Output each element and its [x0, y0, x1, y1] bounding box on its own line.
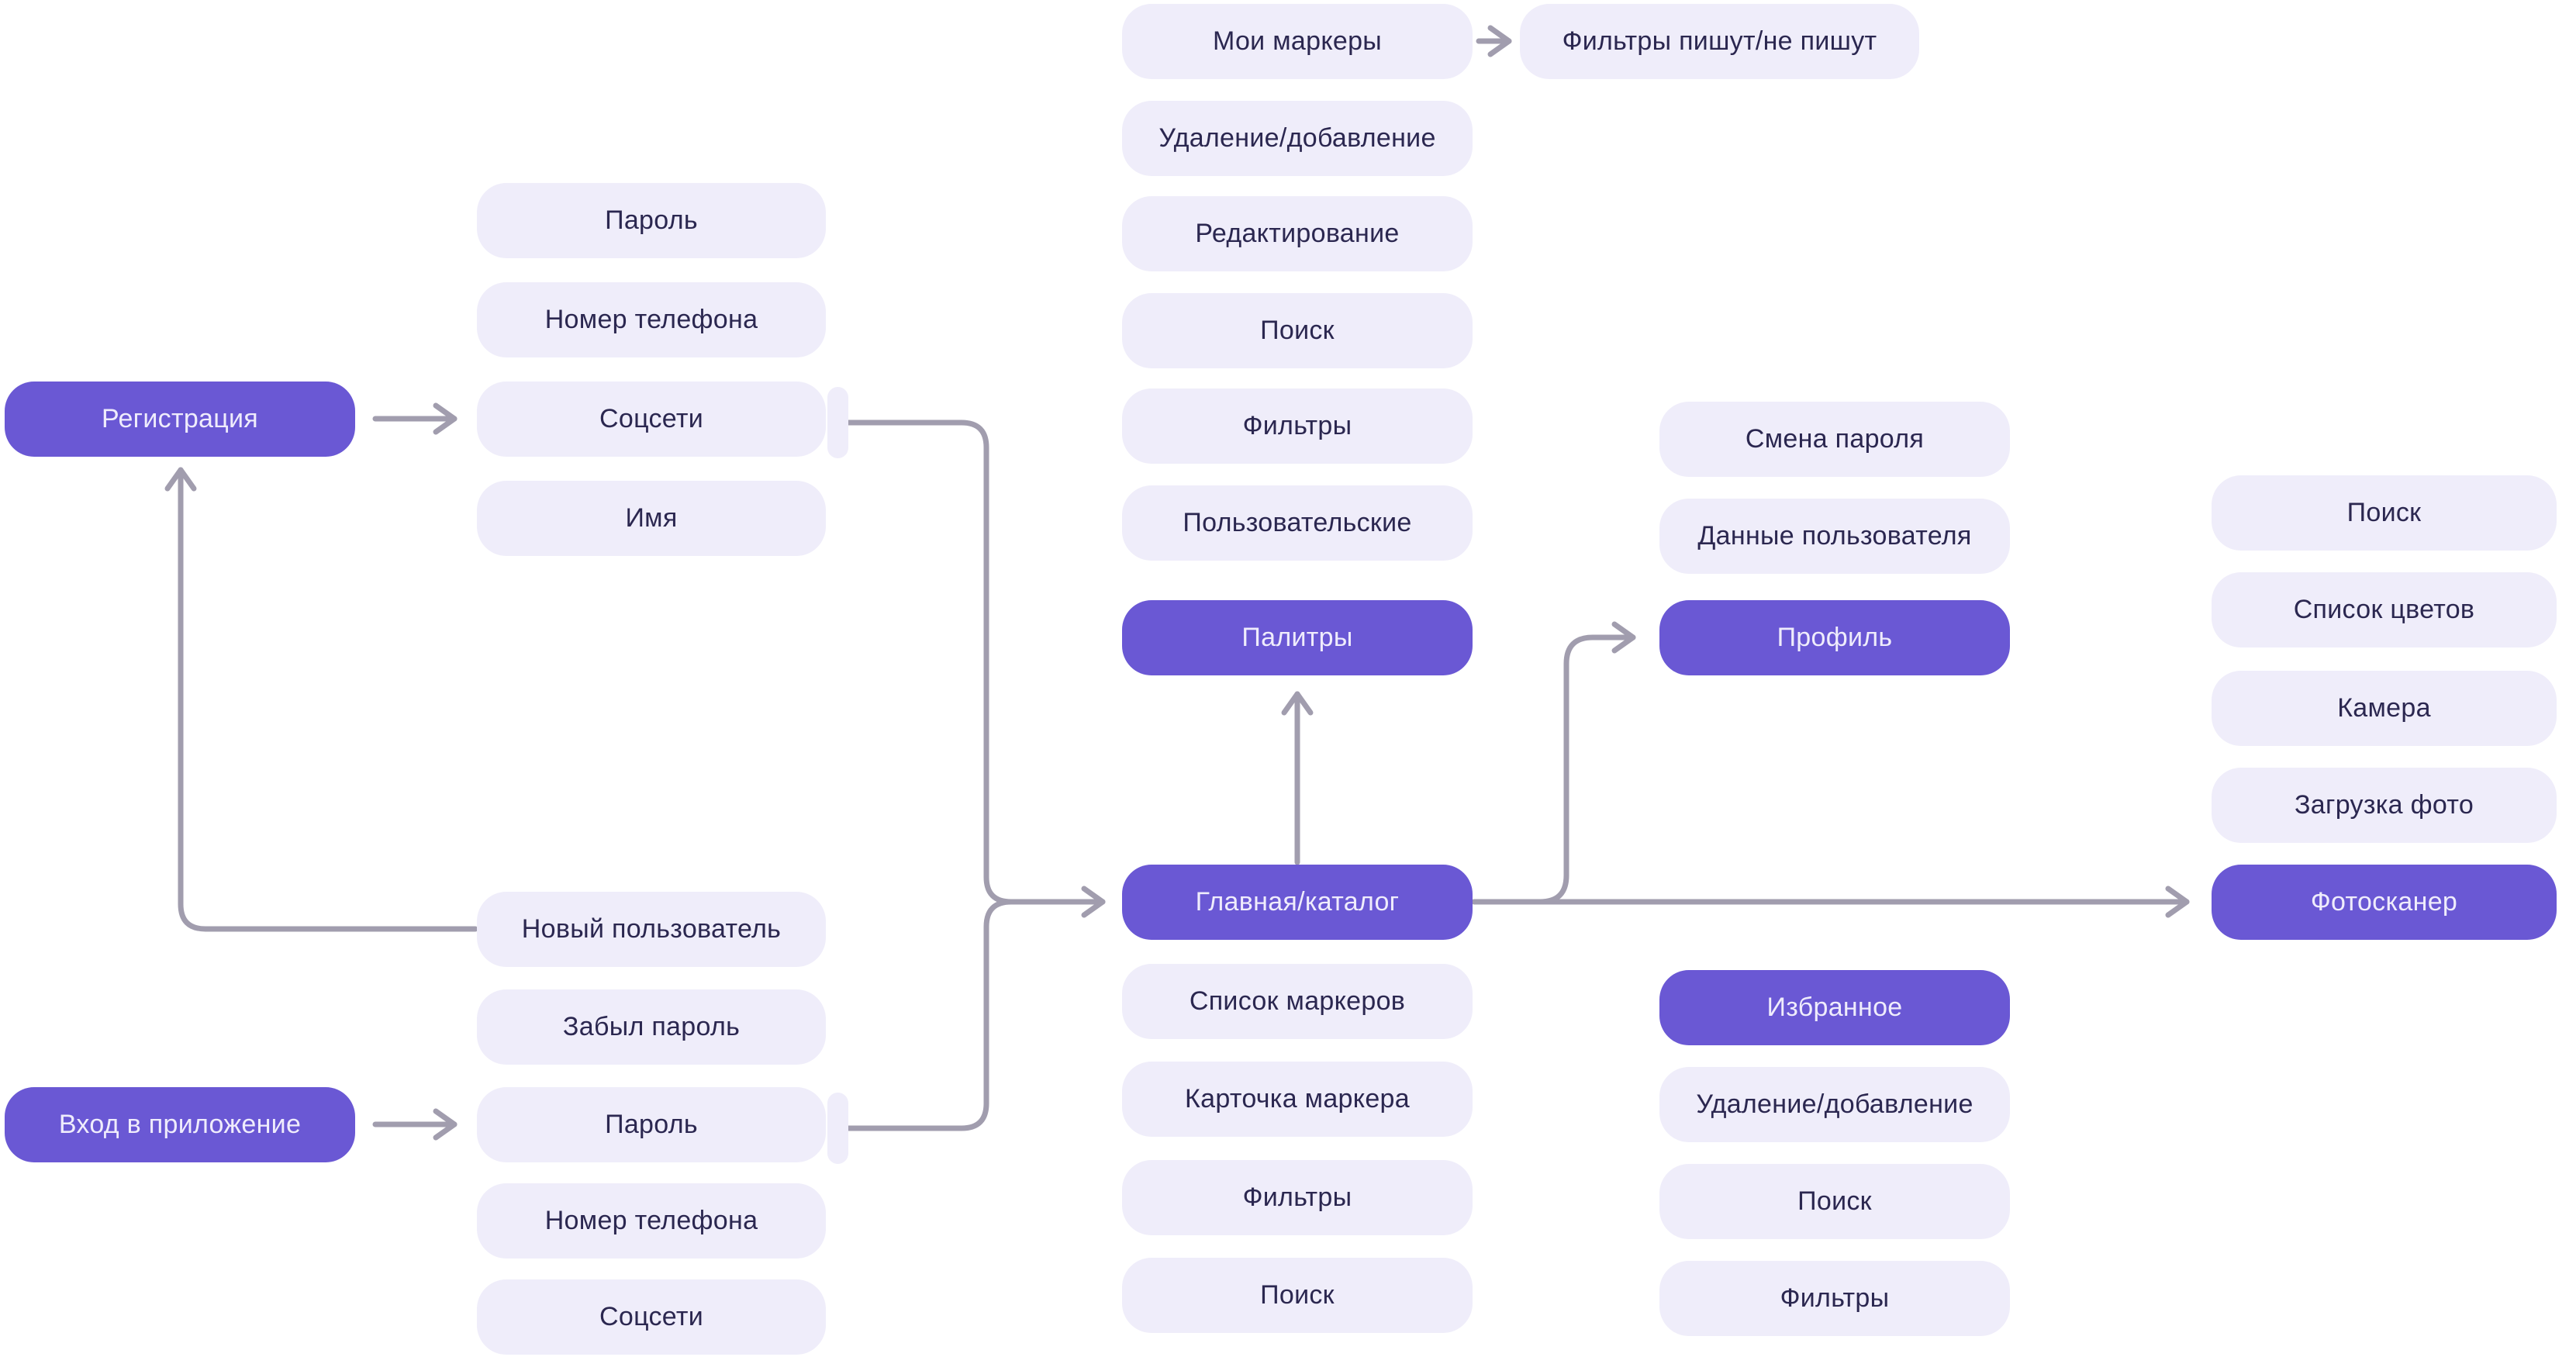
node-palettes: Палитры	[1122, 599, 1473, 675]
node-favorites: Избранное	[1659, 969, 2010, 1045]
node-catalog: Главная/каталог	[1122, 864, 1473, 940]
node-photo-upload: Загрузка фото	[2212, 767, 2557, 843]
tab-password-bottom	[827, 1093, 848, 1164]
node-search-catalog: Поиск	[1122, 1257, 1473, 1333]
node-profile: Профиль	[1659, 599, 2010, 675]
node-filters-write: Фильтры пишут/не пишут	[1520, 3, 1919, 79]
node-search-favorites: Поиск	[1659, 1163, 2010, 1239]
node-markers-list: Список маркеров	[1122, 963, 1473, 1039]
node-phone-top: Номер телефона	[477, 281, 826, 357]
node-name: Имя	[477, 480, 826, 556]
edge-catalog-to-profile	[1537, 621, 1636, 905]
node-socials-top: Соцсети	[477, 381, 826, 457]
node-marker-card: Карточка маркера	[1122, 1061, 1473, 1137]
node-filters-markers: Фильтры	[1122, 388, 1473, 464]
node-user-data: Данные пользователя	[1659, 498, 2010, 574]
node-new-user: Новый пользователь	[477, 891, 826, 967]
node-custom-filters: Пользовательские	[1122, 485, 1473, 561]
node-delete-add-markers: Удаление/добавление	[1122, 100, 1473, 176]
node-phone-bottom: Номер телефона	[477, 1183, 826, 1259]
node-my-markers: Мои маркеры	[1122, 3, 1473, 79]
node-filters-catalog: Фильтры	[1122, 1159, 1473, 1235]
edge-password-merge-branch	[844, 899, 1014, 1131]
node-camera: Камера	[2212, 670, 2557, 746]
node-login: Вход в приложение	[5, 1086, 355, 1162]
node-password-top: Пароль	[477, 182, 826, 258]
node-registration: Регистрация	[5, 381, 355, 457]
node-editing: Редактирование	[1122, 195, 1473, 271]
node-filters-favorites: Фильтры	[1659, 1260, 2010, 1336]
edge-newuser-to-registration	[164, 467, 478, 932]
node-colors-list: Список цветов	[2212, 571, 2557, 647]
tab-socials-top	[827, 387, 848, 458]
node-delete-add-favorites: Удаление/добавление	[1659, 1066, 2010, 1142]
node-password-bottom: Пароль	[477, 1086, 826, 1162]
edge-socials-merge-branch	[844, 420, 1014, 905]
node-photoscanner: Фотосканер	[2212, 864, 2557, 940]
node-search-markers: Поиск	[1122, 292, 1473, 368]
node-search-scanner: Поиск	[2212, 475, 2557, 551]
node-socials-bottom: Соцсети	[477, 1279, 826, 1355]
node-forgot-password: Забыл пароль	[477, 989, 826, 1065]
node-change-password: Смена пароля	[1659, 401, 2010, 477]
